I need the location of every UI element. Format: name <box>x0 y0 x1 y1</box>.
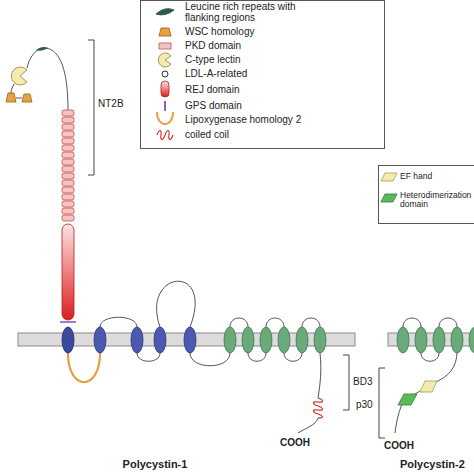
legend-text: LDL-A-related <box>185 68 380 79</box>
legend-icon <box>164 101 166 111</box>
wsc-domain <box>6 93 16 102</box>
legend-icon <box>159 43 171 49</box>
legend-icons <box>156 9 397 202</box>
legend-box <box>379 166 474 224</box>
transmembrane-segments <box>62 327 474 353</box>
wsc-domain <box>22 94 32 102</box>
bracket <box>88 40 94 175</box>
legend-icon <box>156 9 174 15</box>
legend-icon <box>162 71 168 77</box>
legend-text: GPS domain <box>185 100 380 111</box>
legend-icon <box>159 28 171 36</box>
protein-name: Polycystin-1 <box>123 458 188 470</box>
loop-lines <box>11 48 457 433</box>
bracket <box>379 368 385 438</box>
pkd-domains <box>62 110 74 221</box>
legend-icon <box>157 112 173 124</box>
legend-box <box>141 1 385 149</box>
legend-text: C-type lectin <box>185 54 380 65</box>
c-type-lectin <box>11 67 27 85</box>
legend-text: EF hand <box>400 172 473 181</box>
region-label: BD3 <box>353 376 372 387</box>
bracket <box>343 355 349 410</box>
legend-text: coiled coil <box>185 129 380 140</box>
legend-icon <box>161 81 169 97</box>
legend-text: Lipoxygenase homology 2 <box>185 114 380 125</box>
leucine-rich-repeat <box>36 47 48 51</box>
legend-text: PKD domain <box>185 40 380 51</box>
gps-domain <box>60 321 76 323</box>
region-label: NT2B <box>98 98 124 109</box>
legend-icon <box>157 131 173 140</box>
heterodimerization-domain <box>398 394 417 405</box>
ef-hand <box>420 381 437 392</box>
region-label: p30 <box>356 399 373 410</box>
terminus-label: COOH <box>384 440 414 451</box>
linker-line <box>16 98 22 99</box>
legend-text: WSC homology <box>185 26 380 37</box>
coiled-coil <box>314 398 323 418</box>
legend-text: Heterodimerization domain <box>400 191 473 210</box>
legend-icon <box>381 194 397 202</box>
protein-name: Polycystin-2 <box>400 458 465 470</box>
terminus-label: COOH <box>280 437 310 448</box>
legend-text: REJ domain <box>185 84 380 95</box>
legend-text: Leucine rich repeats with flanking regio… <box>185 1 313 23</box>
lipoxygenase-loop <box>68 353 100 382</box>
legend-icon <box>158 53 171 67</box>
legend-icon <box>381 173 397 181</box>
rej-domain <box>62 224 74 320</box>
